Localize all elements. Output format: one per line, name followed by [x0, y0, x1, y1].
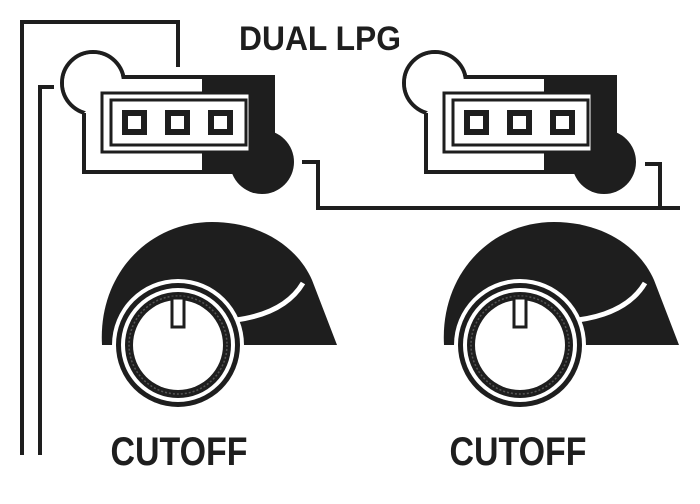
cutoff-label-2: CUTOFF: [450, 430, 587, 474]
knob-icon: [444, 222, 679, 411]
cutoff-label-1: CUTOFF: [111, 430, 248, 474]
knob-icon: [102, 222, 337, 411]
wire-inner: [38, 85, 54, 455]
jack-module-1: [62, 52, 294, 194]
title-label: DUAL LPG: [239, 20, 401, 58]
cutoff-knob-2[interactable]: [444, 222, 679, 411]
cutoff-knob-1[interactable]: [102, 222, 337, 411]
jack-module-2: [404, 52, 636, 194]
wire-link: [302, 160, 680, 210]
wire-outer: [20, 20, 180, 455]
lpg-module-2: [404, 52, 636, 194]
lpg-module-1: [62, 52, 294, 194]
